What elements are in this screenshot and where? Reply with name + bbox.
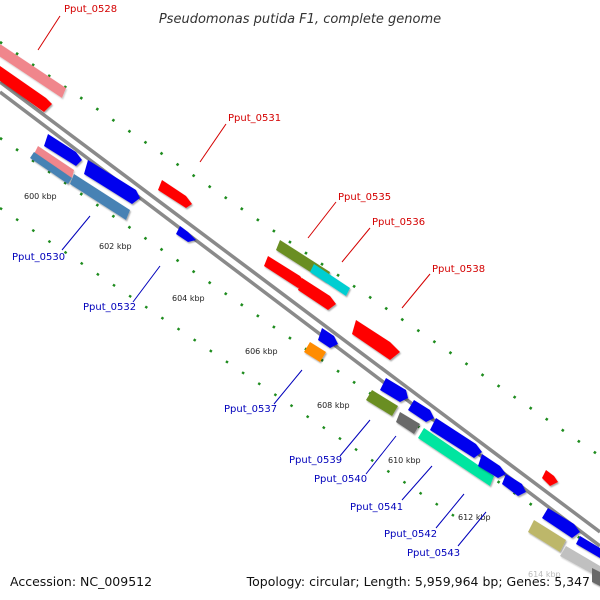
gene-pput-0532-feature[interactable] xyxy=(176,226,196,242)
gene-pput-0540-feature[interactable] xyxy=(396,412,420,434)
tick-label: 606 kbp xyxy=(245,347,278,356)
leader-line xyxy=(307,201,337,239)
gene-features xyxy=(0,44,600,586)
leader-line xyxy=(132,265,161,303)
gene-blue-0543a-feature[interactable] xyxy=(542,508,580,538)
gene-blue-0544b-feature[interactable] xyxy=(576,536,600,558)
genome-backbone xyxy=(0,80,600,548)
gene-blue-0537a-feature[interactable] xyxy=(318,328,338,348)
gene-label-pput-0543[interactable]: Pput_0543 xyxy=(407,548,460,559)
gene-pink-small-feature[interactable] xyxy=(34,146,74,178)
gene-label-pput-0537[interactable]: Pput_0537 xyxy=(224,404,277,415)
gene-label-pput-0528[interactable]: Pput_0528 xyxy=(64,4,117,15)
gene-pput-0538-feature[interactable] xyxy=(352,320,400,360)
gene-pput-0530-feature[interactable] xyxy=(30,152,72,184)
tick-label: 600 kbp xyxy=(24,192,57,201)
tick-label: 604 kbp xyxy=(172,294,205,303)
leader-line xyxy=(401,273,431,309)
gene-label-pput-0535[interactable]: Pput_0535 xyxy=(338,192,391,203)
gc-content-track xyxy=(0,40,600,554)
leader-line xyxy=(435,493,465,529)
leader-line xyxy=(273,369,303,405)
leader-line xyxy=(341,227,371,263)
gene-blue-0540a-feature[interactable] xyxy=(408,400,434,422)
tick-label: 608 kbp xyxy=(317,401,350,410)
reverse-gene-labels: Pput_0530 Pput_0532 Pput_0537 Pput_0539 … xyxy=(12,215,487,559)
gene-dim-0545-feature[interactable] xyxy=(592,568,600,586)
gene-red-0529-feature[interactable] xyxy=(0,66,52,112)
gene-label-pput-0536[interactable]: Pput_0536 xyxy=(372,217,425,228)
forward-gene-labels: Pput_0528 Pput_0531 Pput_0535 Pput_0536 … xyxy=(37,4,485,309)
gene-pput-0539-feature[interactable] xyxy=(366,390,398,416)
gene-light-0544-feature[interactable] xyxy=(560,546,600,578)
gene-red-0542c-feature[interactable] xyxy=(542,470,558,486)
gene-label-pput-0538[interactable]: Pput_0538 xyxy=(432,264,485,275)
gc-dotted-line-upper xyxy=(0,40,600,458)
tick-label: 614 kbp xyxy=(528,570,561,579)
gene-label-pput-0530[interactable]: Pput_0530 xyxy=(12,252,65,263)
gene-label-pput-0542[interactable]: Pput_0542 xyxy=(384,529,437,540)
leader-line xyxy=(61,215,91,251)
tick-label: 602 kbp xyxy=(99,242,132,251)
leader-line xyxy=(339,419,371,457)
gene-label-pput-0539[interactable]: Pput_0539 xyxy=(289,455,342,466)
genome-summary-text: Topology: circular; Length: 5,959,964 bp… xyxy=(246,574,590,589)
gene-blue-0530b-feature[interactable] xyxy=(84,160,140,204)
gene-pput-0528-feature[interactable] xyxy=(0,44,66,98)
gene-red-0536b-feature[interactable] xyxy=(298,278,336,310)
gene-pput-0536-feature[interactable] xyxy=(310,264,350,296)
gene-steel-0530c-feature[interactable] xyxy=(70,174,130,220)
leader-line xyxy=(37,15,61,51)
gene-label-pput-0540[interactable]: Pput_0540 xyxy=(314,474,367,485)
gene-pput-0537-feature[interactable] xyxy=(304,342,326,362)
leader-line xyxy=(365,435,397,475)
gene-blue-0541a-feature[interactable] xyxy=(430,418,482,458)
gene-blue-0538b-feature[interactable] xyxy=(380,378,408,402)
gene-blue-0542b-feature[interactable] xyxy=(502,474,526,496)
gene-red-0534-feature[interactable] xyxy=(264,256,306,288)
gene-label-pput-0532[interactable]: Pput_0532 xyxy=(83,302,136,313)
gene-pput-0531-feature[interactable] xyxy=(158,180,192,208)
gene-blue-0542a-feature[interactable] xyxy=(478,454,506,478)
position-ticks: 600 kbp 602 kbp 604 kbp 606 kbp 608 kbp … xyxy=(24,192,561,579)
gene-label-pput-0531[interactable]: Pput_0531 xyxy=(228,113,281,124)
gene-pput-0543-feature[interactable] xyxy=(528,520,566,552)
gene-label-pput-0541[interactable]: Pput_0541 xyxy=(350,502,403,513)
tick-label: 612 kbp xyxy=(458,513,491,522)
gene-blue-0529b-feature[interactable] xyxy=(44,134,82,166)
map-title: Pseudomonas putida F1, complete genome xyxy=(159,12,441,27)
accession-text: Accession: NC_009512 xyxy=(10,574,152,589)
leader-line xyxy=(401,465,433,501)
backbone-line-outer xyxy=(0,80,600,534)
gene-pput-0541-feature[interactable] xyxy=(418,428,494,486)
tick-label: 610 kbp xyxy=(388,456,421,465)
leader-line xyxy=(457,511,487,547)
leader-line xyxy=(199,123,227,163)
